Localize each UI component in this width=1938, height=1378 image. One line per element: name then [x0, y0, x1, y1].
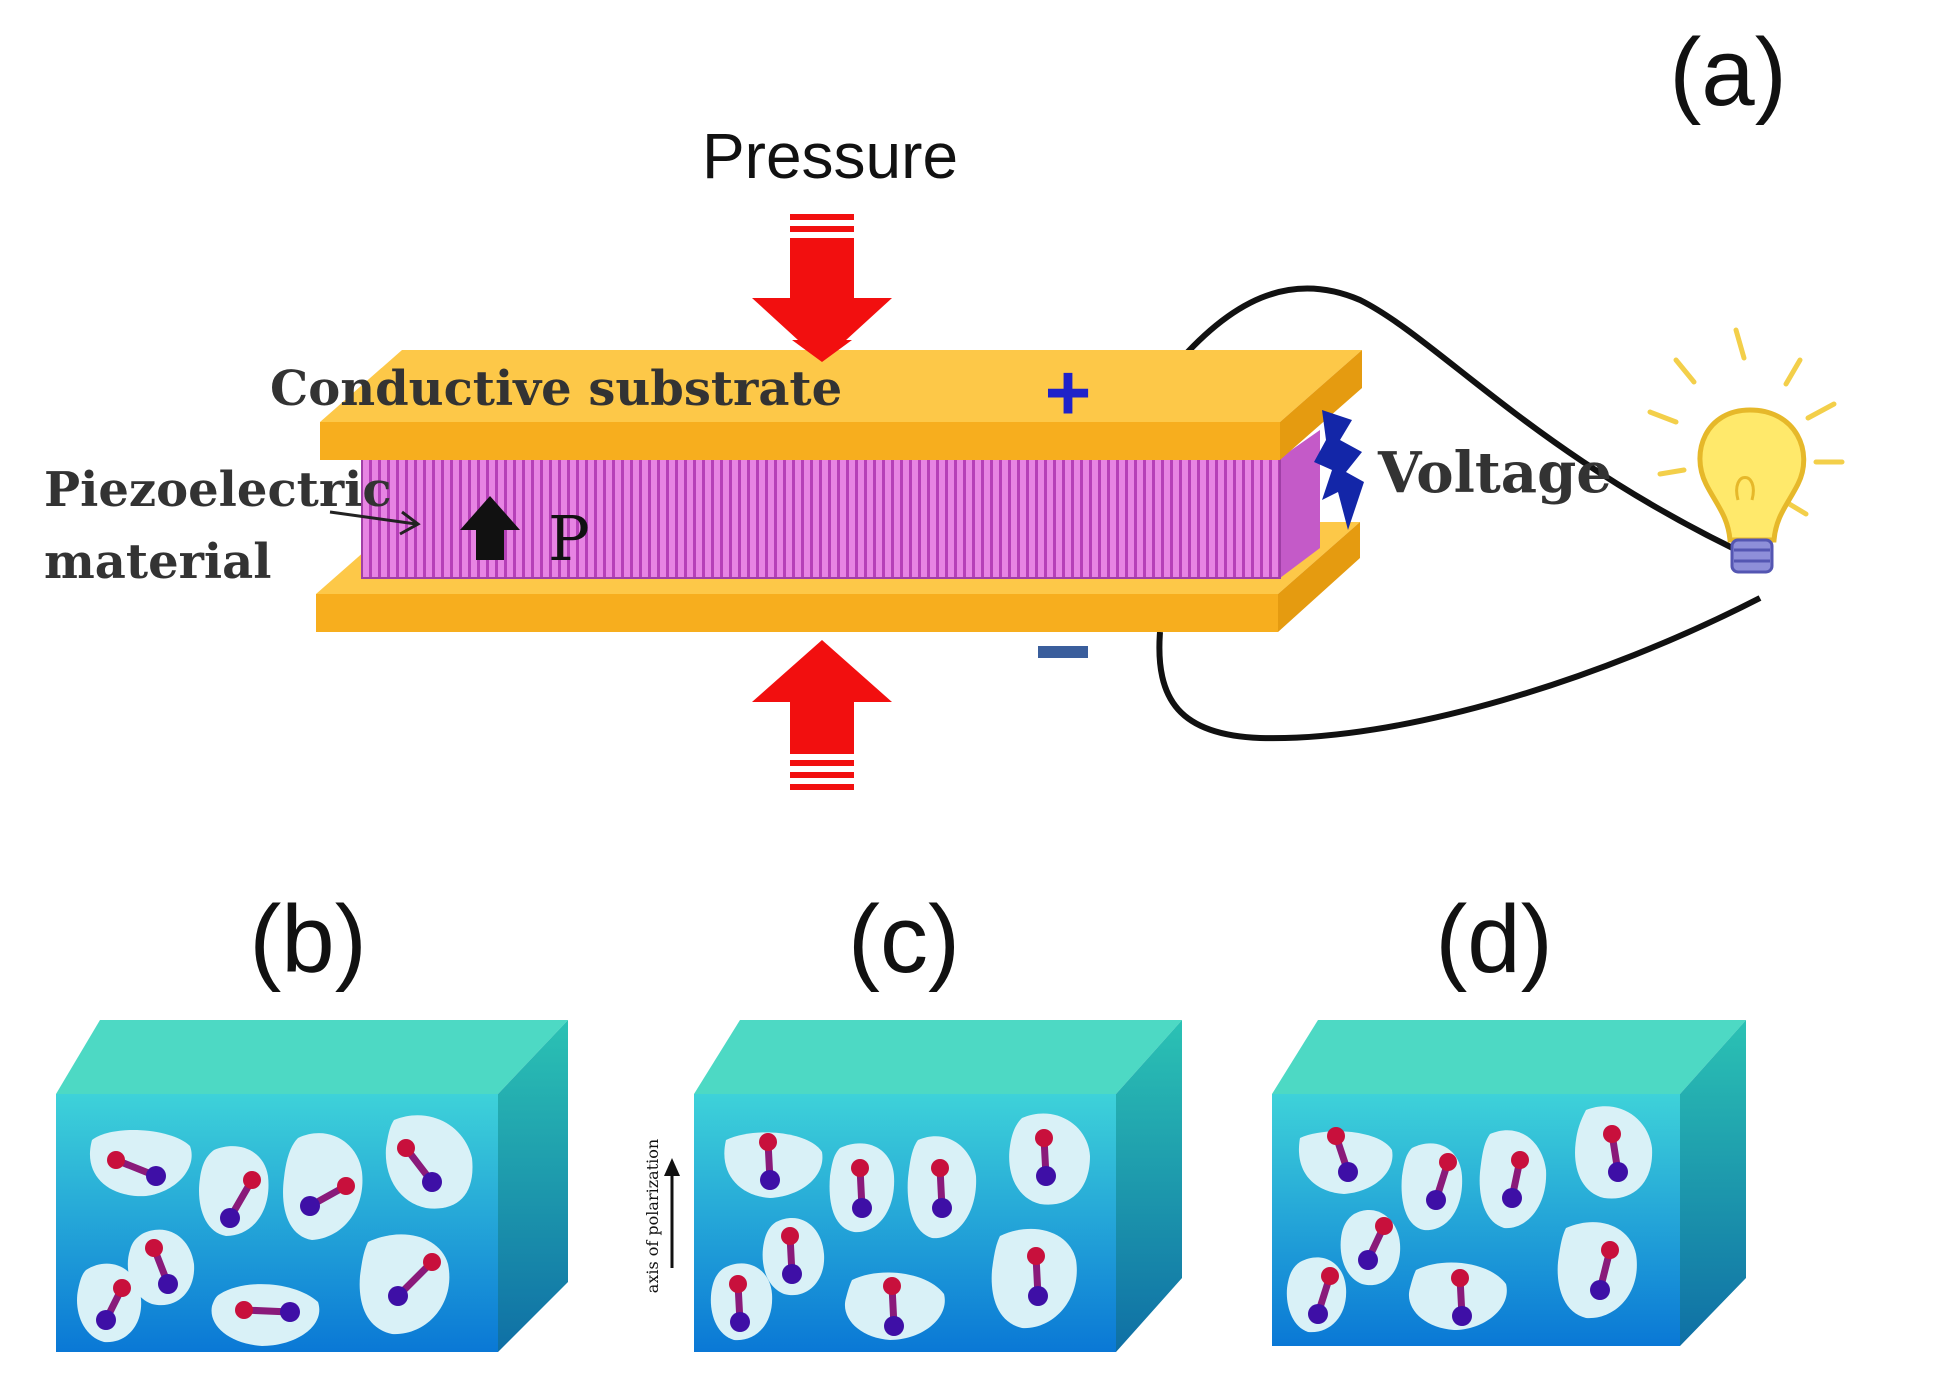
top-pressure-arrow — [752, 214, 892, 362]
panel-d-dipoles — [1308, 1125, 1628, 1326]
pressure-label: Pressure — [702, 120, 958, 192]
top-wire — [1167, 285, 1764, 565]
top-arrow-tip — [792, 340, 852, 362]
axis-of-polarization: axis of polarization — [643, 1139, 680, 1293]
polarization-label: P — [548, 502, 590, 575]
panel-c-dipoles — [729, 1129, 1056, 1336]
bottom-pressure-arrow — [752, 640, 892, 790]
panel-d-label: (d) — [1435, 886, 1552, 993]
substrate-label: Conductive substrate — [270, 361, 842, 417]
plus-sign: + — [1045, 348, 1092, 437]
bottom-wire — [1156, 595, 1762, 742]
panel-b-block — [56, 1020, 568, 1352]
panel-b-grains — [77, 1115, 473, 1346]
polarization-arrow-icon — [460, 496, 520, 560]
top-substrate — [320, 350, 1362, 460]
panel-b-dipoles — [96, 1139, 442, 1330]
material-label-line1: Piezoelectric — [44, 462, 392, 518]
panel-d-block — [1272, 1020, 1746, 1346]
panel-c-block — [694, 1020, 1182, 1352]
light-bulb-icon — [1647, 327, 1845, 574]
minus-sign — [1038, 646, 1088, 658]
axis-of-polarization-label: axis of polarization — [643, 1139, 662, 1293]
piezo-layer — [361, 430, 1320, 579]
panel-a: (a) Pressure — [44, 19, 1845, 790]
panel-c-grains — [710, 1113, 1090, 1341]
panel-b-label: (b) — [249, 886, 366, 993]
voltage-bolt-icon — [1314, 410, 1364, 530]
material-pointer-arrow — [329, 510, 421, 536]
material-label-line2: material — [44, 534, 271, 590]
panel-a-label: (a) — [1669, 19, 1786, 126]
voltage-label: Voltage — [1377, 440, 1612, 506]
panel-c-label: (c) — [848, 886, 960, 993]
minus-sign-text: − — [1063, 659, 1064, 661]
